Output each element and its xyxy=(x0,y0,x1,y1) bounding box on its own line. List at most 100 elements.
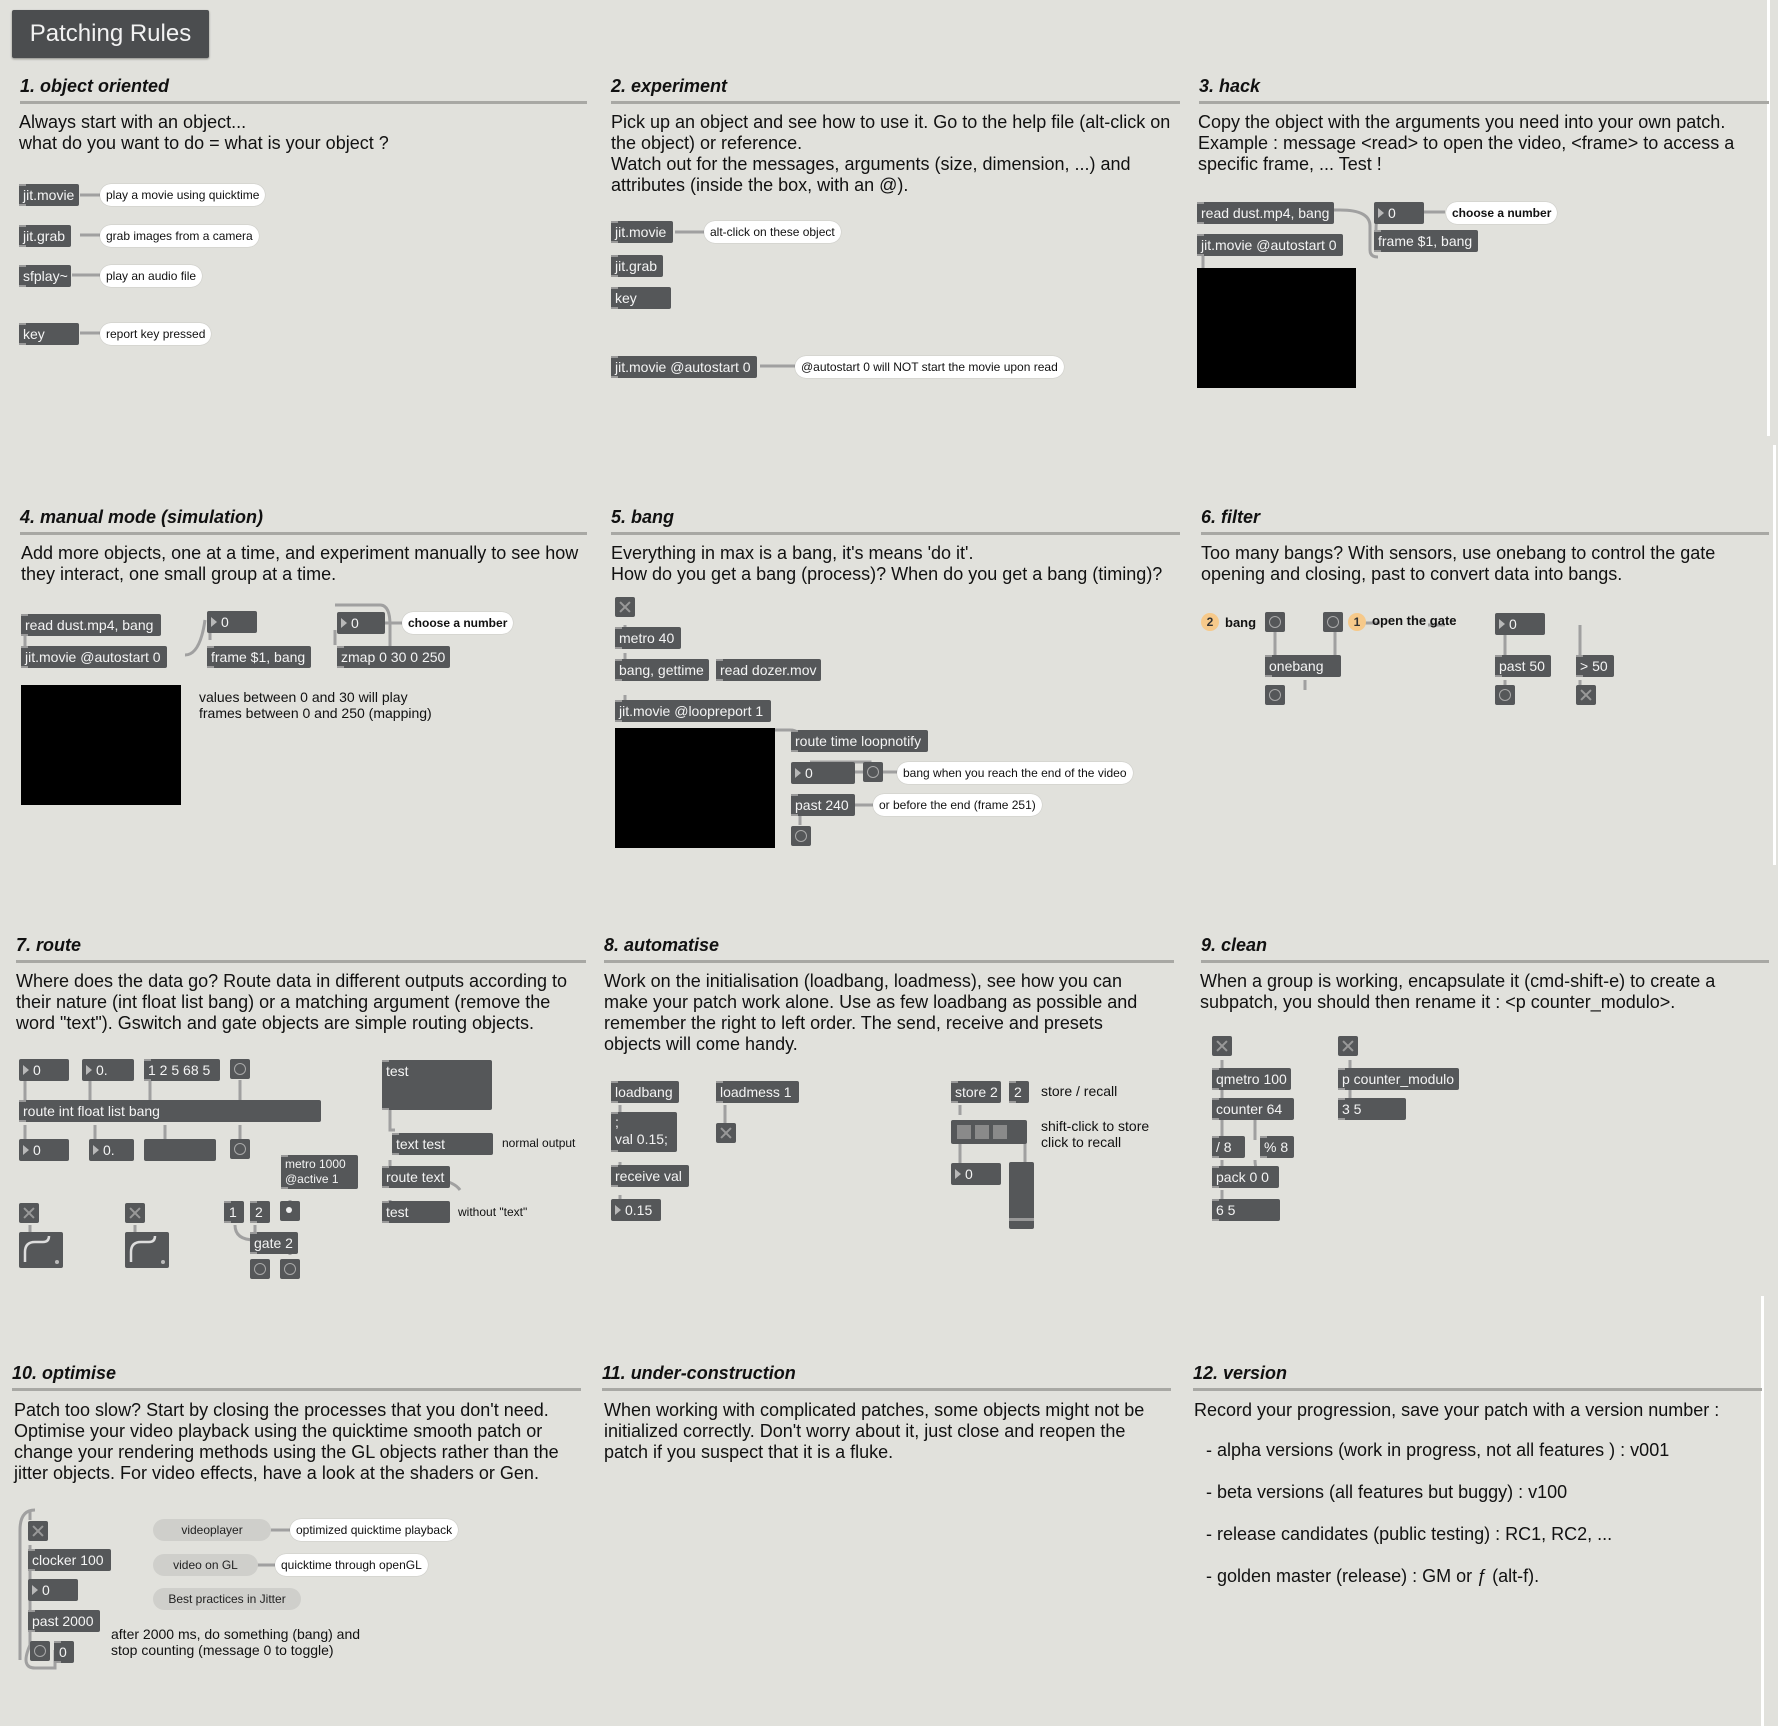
float-number-box[interactable]: 0. xyxy=(89,1139,134,1161)
text-test-message[interactable]: text test xyxy=(392,1133,493,1155)
frame-message[interactable]: frame $1, bang xyxy=(1374,230,1478,252)
number-box[interactable]: 0 xyxy=(1374,202,1424,224)
comment-alt-click: alt-click on these object xyxy=(704,221,841,243)
store-recall-label: store / recall xyxy=(1041,1083,1118,1099)
slider[interactable] xyxy=(1009,1162,1034,1229)
jit-movie-object[interactable]: jit.movie xyxy=(19,184,79,206)
section-2-body: Pick up an object and see how to use it.… xyxy=(611,112,1171,195)
float-number-box[interactable]: 0. xyxy=(82,1059,134,1081)
receive-val-object[interactable]: receive val xyxy=(611,1165,689,1187)
toggle[interactable] xyxy=(1576,685,1596,705)
comment-end-of-video: bang when you reach the end of the video xyxy=(897,762,1133,784)
step-badge: 2 xyxy=(1201,613,1219,631)
bang-button[interactable] xyxy=(30,1641,50,1661)
past-50-object[interactable]: past 50 xyxy=(1495,655,1551,677)
toggle[interactable] xyxy=(1212,1036,1232,1056)
jit-movie-object[interactable]: jit.movie xyxy=(611,221,673,243)
bang-button[interactable] xyxy=(230,1139,250,1159)
toggle[interactable] xyxy=(19,1203,39,1223)
toggle[interactable] xyxy=(716,1123,736,1143)
read-message[interactable]: read dust.mp4, bang xyxy=(21,614,161,636)
modulo-object[interactable]: % 8 xyxy=(1260,1136,1294,1158)
bang-button[interactable] xyxy=(1265,612,1285,632)
divide-object[interactable]: / 8 xyxy=(1212,1136,1245,1158)
bang-button[interactable] xyxy=(250,1259,270,1279)
int-number-box[interactable]: 0 xyxy=(19,1059,69,1081)
route-text-object[interactable]: route text xyxy=(382,1166,450,1188)
bang-button[interactable] xyxy=(280,1259,300,1279)
number-box[interactable]: 0 xyxy=(337,612,385,634)
route-time-loopnotify-object[interactable]: route time loopnotify xyxy=(791,730,928,752)
recall-message[interactable]: 2 xyxy=(1009,1081,1029,1103)
message-2[interactable]: 2 xyxy=(250,1201,270,1223)
gate-2-object[interactable]: gate 2 xyxy=(250,1232,298,1254)
number-box[interactable]: 0 xyxy=(207,611,257,633)
bang-button[interactable] xyxy=(1323,612,1343,632)
int-number-box[interactable]: 0 xyxy=(19,1139,69,1161)
pack-object[interactable]: pack 0 0 xyxy=(1212,1166,1279,1188)
key-object[interactable]: key xyxy=(19,323,79,345)
bang-button[interactable] xyxy=(1495,685,1515,705)
bang-button[interactable] xyxy=(280,1201,300,1221)
clocker-object[interactable]: clocker 100 xyxy=(28,1549,111,1571)
test-output-message[interactable]: test xyxy=(382,1201,450,1223)
jit-movie-autostart-object[interactable]: jit.movie @autostart 0 xyxy=(1197,234,1343,256)
jit-grab-object[interactable]: jit.grab xyxy=(611,255,663,277)
open-gate-label: open the gate xyxy=(1372,613,1457,628)
bang-label: bang xyxy=(1225,615,1257,630)
toggle[interactable] xyxy=(125,1203,145,1223)
bang-button[interactable] xyxy=(230,1059,250,1079)
output-message[interactable]: 6 5 xyxy=(1212,1199,1280,1221)
read-message[interactable]: read dust.mp4, bang xyxy=(1197,202,1334,224)
bang-button[interactable] xyxy=(863,762,883,782)
jit-grab-object[interactable]: jit.grab xyxy=(19,225,71,247)
gswitch-icon[interactable] xyxy=(19,1232,63,1268)
bang-button[interactable] xyxy=(791,826,811,846)
past-240-object[interactable]: past 240 xyxy=(791,794,855,816)
bang-button[interactable] xyxy=(1265,685,1285,705)
key-object[interactable]: key xyxy=(611,287,671,309)
toggle[interactable] xyxy=(1338,1036,1358,1056)
store-message[interactable]: store 2 xyxy=(951,1081,1001,1103)
test-message[interactable]: test xyxy=(382,1060,492,1110)
message-1[interactable]: 1 xyxy=(224,1201,244,1223)
toggle[interactable] xyxy=(615,597,635,617)
zmap-object[interactable]: zmap 0 30 0 250 xyxy=(337,646,450,668)
best-practices-button[interactable]: Best practices in Jitter xyxy=(153,1588,301,1610)
toggle[interactable] xyxy=(28,1521,48,1541)
video-on-gl-button[interactable]: video on GL xyxy=(153,1554,258,1576)
frame-message[interactable]: frame $1, bang xyxy=(207,646,311,668)
read-dozer-message[interactable]: read dozer.mov xyxy=(716,659,821,681)
list-message[interactable]: 1 2 5 68 5 xyxy=(144,1059,220,1081)
patching-rules-title-button[interactable]: Patching Rules xyxy=(12,10,209,58)
zero-message[interactable]: 0 xyxy=(54,1641,74,1663)
loadmess-object[interactable]: loadmess 1 xyxy=(716,1081,799,1103)
counter-object[interactable]: counter 64 xyxy=(1212,1098,1294,1120)
number-box[interactable]: 0 xyxy=(1495,613,1545,635)
sfplay-object[interactable]: sfplay~ xyxy=(19,265,71,287)
number-box[interactable]: 0 xyxy=(28,1579,78,1601)
loadbang-object[interactable]: loadbang xyxy=(611,1081,679,1103)
jit-movie-autostart-object[interactable]: jit.movie @autostart 0 xyxy=(21,646,167,668)
number-box[interactable]: 0 xyxy=(791,762,855,784)
subpatch-output-message[interactable]: 3 5 xyxy=(1338,1098,1406,1120)
list-output-message[interactable] xyxy=(144,1139,216,1161)
number-box[interactable]: 0 xyxy=(951,1163,1001,1185)
metro-active-object[interactable]: metro 1000 @active 1 xyxy=(281,1155,358,1189)
greater-than-object[interactable]: > 50 xyxy=(1576,655,1614,677)
route-int-float-list-bang-object[interactable]: route int float list bang xyxy=(19,1100,321,1122)
preset-object[interactable] xyxy=(951,1120,1027,1144)
number-box[interactable]: 0.15 xyxy=(611,1199,661,1221)
gswitch-icon[interactable] xyxy=(125,1232,169,1268)
section-12-body: Record your progression, save your patch… xyxy=(1194,1400,1720,1420)
jit-movie-loopreport-object[interactable]: jit.movie @loopreport 1 xyxy=(615,700,771,722)
jit-movie-autostart-object[interactable]: jit.movie @autostart 0 xyxy=(611,356,757,378)
qmetro-object[interactable]: qmetro 100 xyxy=(1212,1068,1291,1090)
counter-modulo-subpatch[interactable]: p counter_modulo xyxy=(1338,1068,1459,1090)
onebang-object[interactable]: onebang xyxy=(1265,655,1341,677)
send-val-message[interactable]: ; val 0.15; xyxy=(611,1112,677,1152)
past-2000-object[interactable]: past 2000 xyxy=(28,1610,100,1632)
gettime-message[interactable]: bang, gettime xyxy=(615,659,709,681)
videoplayer-button[interactable]: videoplayer xyxy=(153,1519,271,1541)
metro-object[interactable]: metro 40 xyxy=(615,627,681,649)
